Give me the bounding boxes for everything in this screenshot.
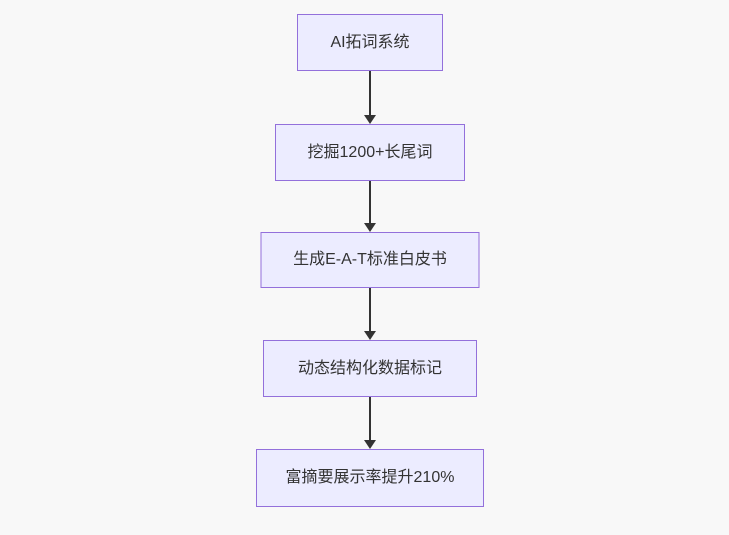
edge-arrow-d-to-e xyxy=(364,397,376,449)
arrowhead-down-icon xyxy=(364,331,376,340)
edge-line xyxy=(369,397,371,440)
flow-node-mine-longtail-keywords: 挖掘1200+长尾词 xyxy=(275,124,465,181)
flow-node-generate-eat-whitepaper: 生成E-A-T标准白皮书 xyxy=(260,232,480,288)
edge-arrow-a-to-b xyxy=(364,71,376,124)
flow-node-rich-snippet-rate-increase: 富摘要展示率提升210% xyxy=(256,449,484,507)
arrowhead-down-icon xyxy=(364,440,376,449)
edge-line xyxy=(369,181,371,223)
edge-arrow-b-to-c xyxy=(364,181,376,232)
edge-arrow-c-to-d xyxy=(364,288,376,340)
edge-line xyxy=(369,288,371,331)
flow-node-dynamic-structured-data-markup: 动态结构化数据标记 xyxy=(263,340,477,397)
arrowhead-down-icon xyxy=(364,223,376,232)
arrowhead-down-icon xyxy=(364,115,376,124)
flow-node-ai-word-expansion-system: AI拓词系统 xyxy=(297,14,443,71)
edge-line xyxy=(369,71,371,115)
